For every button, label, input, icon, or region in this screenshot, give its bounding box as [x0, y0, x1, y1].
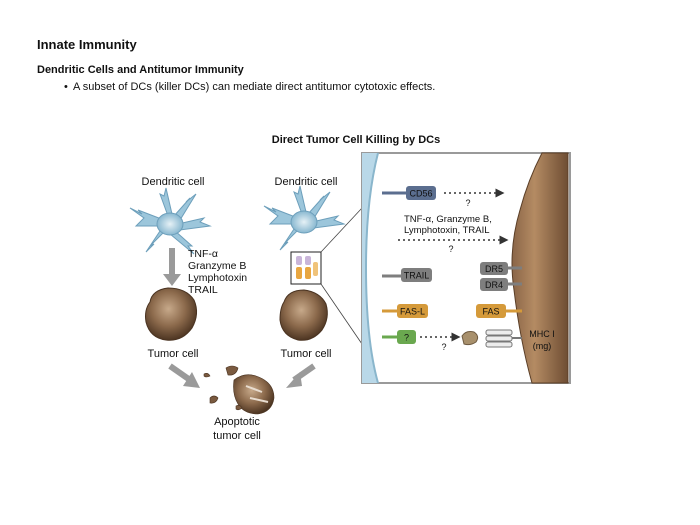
trail-label: TRAIL	[404, 271, 430, 281]
apoptotic-cell-icon	[203, 365, 275, 415]
factor-item: Lymphotoxin	[188, 272, 247, 284]
factor-item: Granzyme B	[188, 260, 246, 272]
mhc-label: MHC I	[529, 329, 555, 339]
cd56-receptor: CD56	[382, 186, 436, 200]
figure-title: Direct Tumor Cell Killing by DCs	[272, 134, 441, 146]
question-mark-1: ?	[465, 198, 470, 208]
tumor-membrane	[511, 152, 569, 384]
dr4-receptor: DR4	[480, 278, 522, 291]
soluble-factors-line-2: Lymphotoxin, TRAIL	[404, 225, 490, 236]
dr5-receptor: DR5	[480, 262, 522, 275]
fas-label: FAS	[482, 307, 499, 317]
question-mark-2: ?	[448, 244, 453, 254]
question-mark-3: ?	[441, 342, 446, 352]
bullet-dot-icon: •	[64, 81, 68, 93]
bullet-text: A subset of DCs (killer DCs) can mediate…	[73, 81, 436, 93]
dr4-label: DR4	[485, 280, 503, 290]
dendritic-cell-right-icon	[263, 185, 346, 251]
dc-label-right: Dendritic cell	[275, 176, 338, 188]
apoptotic-label-line-1: Apoptotic	[214, 416, 260, 428]
zoom-line-top	[320, 207, 363, 253]
dc-label-left: Dendritic cell	[142, 176, 205, 188]
unknown-label: ?	[404, 333, 409, 343]
synapse-zoom-box	[290, 251, 322, 285]
dr5-label: DR5	[485, 264, 503, 274]
mhc-sub-label: (mg)	[533, 341, 552, 351]
cd56-label: CD56	[409, 189, 432, 199]
tumor-label-left: Tumor cell	[148, 348, 199, 360]
fasl-ligand: FAS-L	[382, 304, 428, 318]
down-arrow-icon	[163, 248, 181, 286]
fasl-label: FAS-L	[400, 307, 425, 317]
zoom-line-bottom	[320, 283, 363, 345]
tumor-cell-left-icon	[145, 287, 198, 341]
mhc-class-i-icon	[461, 329, 522, 348]
arrow-right-to-apoptotic-icon	[286, 363, 316, 388]
tumor-cell-right-icon	[279, 289, 328, 341]
arrow-left-to-apoptotic-icon	[168, 363, 200, 388]
trail-ligand: TRAIL	[382, 268, 432, 282]
apoptotic-label-line-2: tumor cell	[213, 430, 261, 442]
dendritic-cell-left-icon	[129, 187, 212, 255]
bullet-point: • A subset of DCs (killer DCs) can mediat…	[64, 81, 435, 93]
unknown-receptor: ?	[382, 330, 416, 344]
factor-item: TRAIL	[188, 284, 218, 296]
secreted-factors-list: TNF-α Granzyme B Lymphotoxin TRAIL	[188, 248, 247, 296]
soluble-factors-line-1: TNF-α, Granzyme B,	[404, 214, 492, 225]
slide-subtitle: Dendritic Cells and Antitumor Immunity	[37, 64, 244, 76]
factor-item: TNF-α	[188, 248, 218, 260]
tumor-label-right: Tumor cell	[281, 348, 332, 360]
fas-receptor: FAS	[476, 304, 522, 318]
dc-membrane	[362, 153, 378, 383]
slide-title: Innate Immunity	[37, 37, 137, 52]
